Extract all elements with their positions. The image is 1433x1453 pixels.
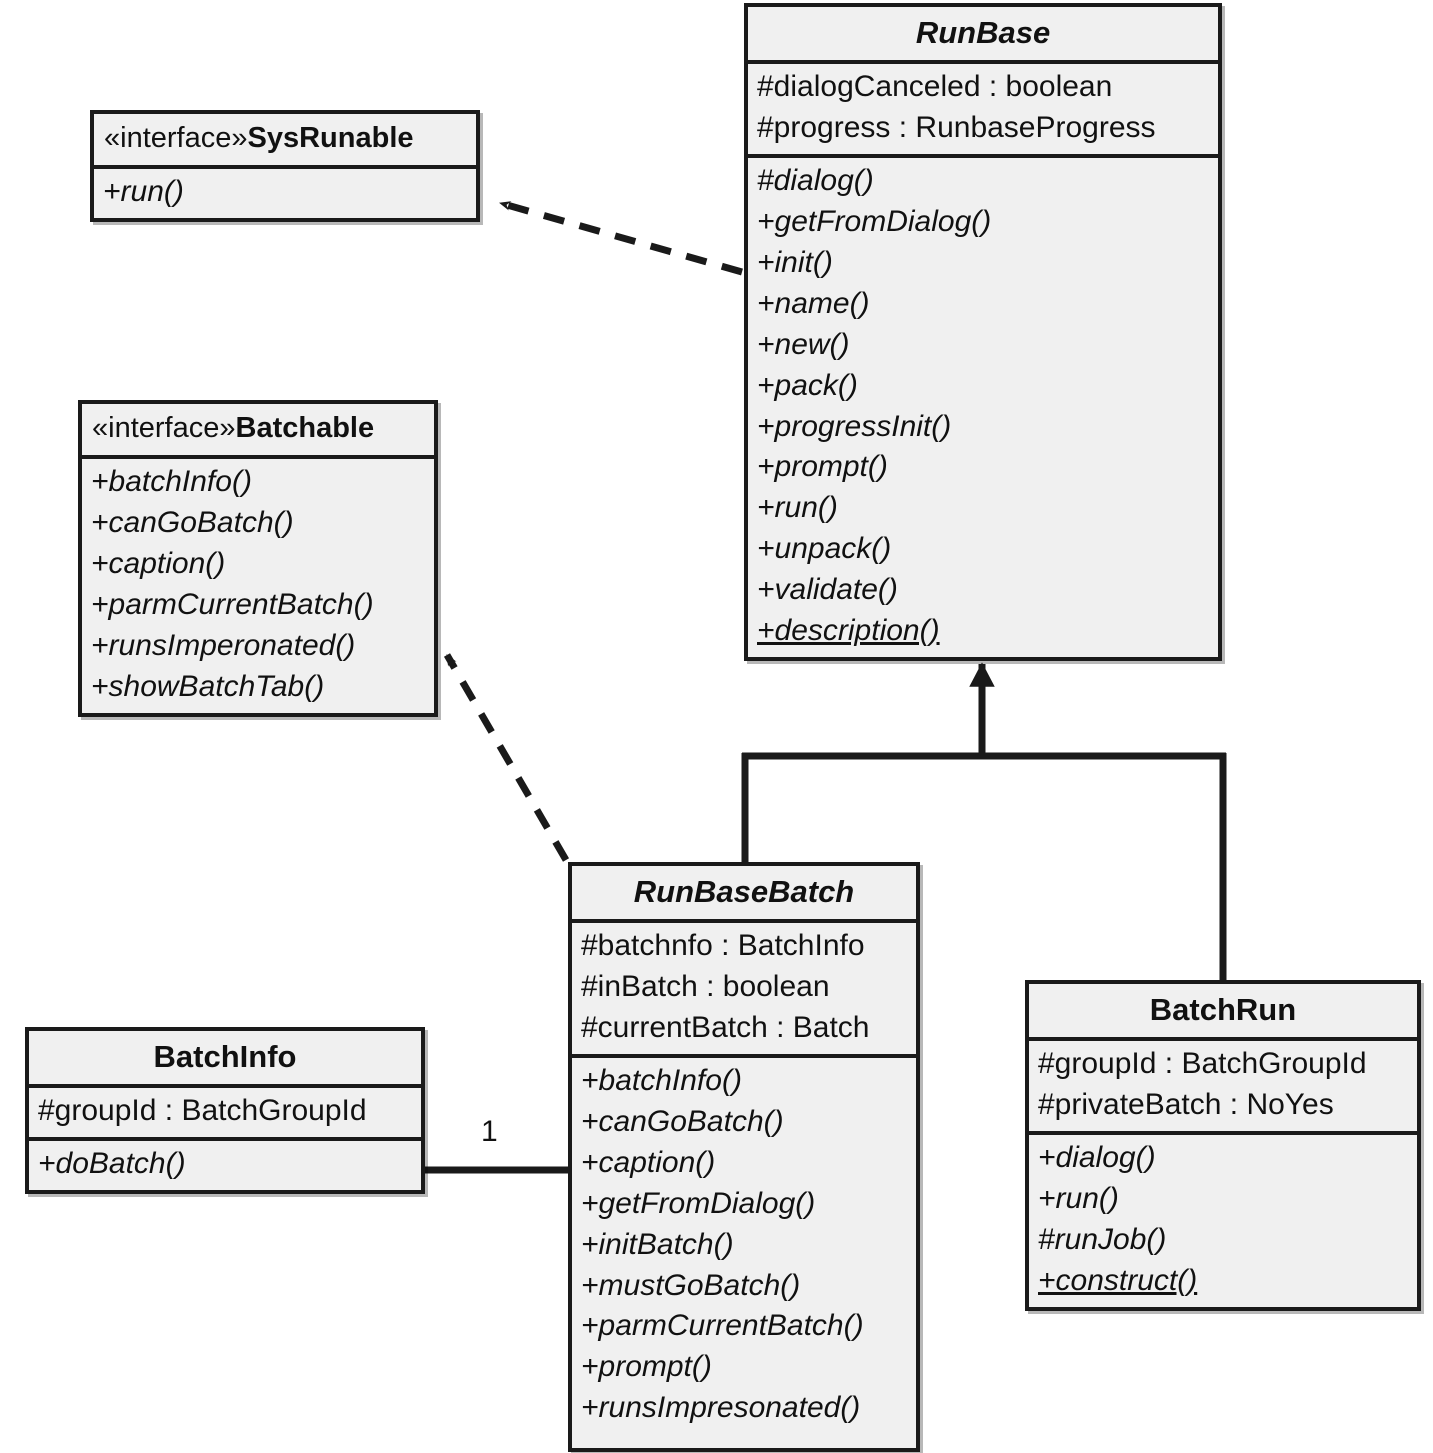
attribute-row: #currentBatch : Batch [581, 1010, 870, 1044]
operation-row: +showBatchTab() [91, 669, 325, 703]
operation-row: +pack() [757, 368, 858, 402]
class-name-label: Batchable [235, 412, 375, 444]
operation-row-static: +construct() [1038, 1263, 1198, 1297]
attribute-row: #groupId : BatchGroupId [1038, 1047, 1367, 1080]
edge-runbase-realizes-sysrunable [499, 199, 743, 276]
attribute-row: #privateBatch : NoYes [1038, 1087, 1334, 1121]
attributes-compartment-runbasebatch: #batchnfo : BatchInfo #inBatch : boolean… [572, 919, 916, 1054]
operation-row: +prompt() [581, 1350, 712, 1384]
operation-row: +doBatch() [38, 1146, 186, 1180]
operations-compartment-sysrunable: +run() [94, 165, 476, 218]
operation-row: +prompt() [757, 450, 888, 484]
class-name-label: SysRunable [247, 122, 414, 154]
class-title-runbase: RunBase [915, 15, 1051, 50]
class-box-batchrun[interactable]: BatchRun #groupId : BatchGroupId #privat… [1025, 980, 1421, 1311]
operation-row: +initBatch() [581, 1227, 734, 1261]
operation-row: +caption() [581, 1145, 716, 1179]
class-box-runbasebatch[interactable]: RunBaseBatch #batchnfo : BatchInfo #inBa… [568, 862, 920, 1452]
operation-row: +runsImpresonated() [581, 1391, 861, 1425]
class-box-runbase[interactable]: RunBase #dialogCanceled : boolean #progr… [744, 3, 1222, 662]
operation-row: +parmCurrentBatch() [581, 1309, 864, 1343]
operation-row: +run() [757, 491, 838, 525]
operation-row: +progressInit() [757, 409, 952, 443]
operation-row: +init() [757, 245, 833, 279]
operation-row: +run() [103, 175, 184, 208]
class-title-batchable: «interface»Batchable [82, 404, 434, 455]
operation-row: +dialog() [1038, 1140, 1156, 1174]
operation-row: +getFromDialog() [581, 1186, 816, 1220]
class-title-batchinfo: BatchInfo [153, 1039, 297, 1074]
class-box-sysrunable[interactable]: «interface»SysRunable +run() [90, 110, 480, 222]
operation-row: +run() [1038, 1181, 1119, 1215]
operation-row: +name() [757, 286, 870, 320]
attribute-row: #inBatch : boolean [581, 969, 830, 1003]
operation-row: +parmCurrentBatch() [91, 587, 374, 621]
operations-compartment-batchrun: +dialog() +run() #runJob() +construct() [1029, 1130, 1417, 1307]
class-box-batchable[interactable]: «interface»Batchable +batchInfo() +canGo… [78, 400, 438, 717]
attribute-row: #progress : RunbaseProgress [757, 110, 1156, 144]
edge-runbasebatch-realizes-batchable [443, 653, 570, 862]
operation-row: +canGoBatch() [581, 1104, 784, 1138]
operation-row: +unpack() [757, 532, 892, 566]
attributes-compartment-batchinfo: #groupId : BatchGroupId [29, 1084, 421, 1137]
attribute-row: #batchnfo : BatchInfo [581, 929, 865, 962]
operation-row: +getFromDialog() [757, 204, 992, 238]
attribute-row: #groupId : BatchGroupId [38, 1094, 367, 1127]
operation-row: +runsImperonated() [91, 628, 356, 662]
class-box-batchinfo[interactable]: BatchInfo #groupId : BatchGroupId +doBat… [25, 1027, 425, 1194]
attributes-compartment-runbase: #dialogCanceled : boolean #progress : Ru… [748, 60, 1218, 154]
class-title-sysrunable: «interface»SysRunable [94, 114, 476, 165]
operation-row: +mustGoBatch() [581, 1268, 801, 1302]
operation-row-static: +description() [757, 614, 940, 648]
operation-row: #dialog() [757, 163, 874, 197]
operation-row: +canGoBatch() [91, 505, 294, 539]
operations-compartment-runbasebatch: +batchInfo() +canGoBatch() +caption() +g… [572, 1053, 916, 1434]
operations-compartment-batchable: +batchInfo() +canGoBatch() +caption() +p… [82, 455, 434, 713]
operation-row: +caption() [91, 546, 226, 580]
operations-compartment-batchinfo: +doBatch() [29, 1136, 421, 1190]
operation-row: +batchInfo() [91, 465, 252, 498]
stereotype-label: «interface» [92, 412, 236, 444]
attributes-compartment-batchrun: #groupId : BatchGroupId #privateBatch : … [1029, 1037, 1417, 1131]
operation-row: +new() [757, 327, 850, 361]
class-title-runbasebatch: RunBaseBatch [633, 874, 855, 909]
operation-row: +validate() [757, 573, 898, 607]
operation-row: +batchInfo() [581, 1063, 742, 1097]
association-multiplicity-label: 1 [481, 1115, 498, 1148]
attribute-row: #dialogCanceled : boolean [757, 70, 1113, 103]
class-title-batchrun: BatchRun [1149, 992, 1297, 1027]
operation-row: #runJob() [1038, 1222, 1167, 1256]
stereotype-label: «interface» [104, 122, 248, 154]
operations-compartment-runbase: #dialog() +getFromDialog() +init() +name… [748, 153, 1218, 657]
